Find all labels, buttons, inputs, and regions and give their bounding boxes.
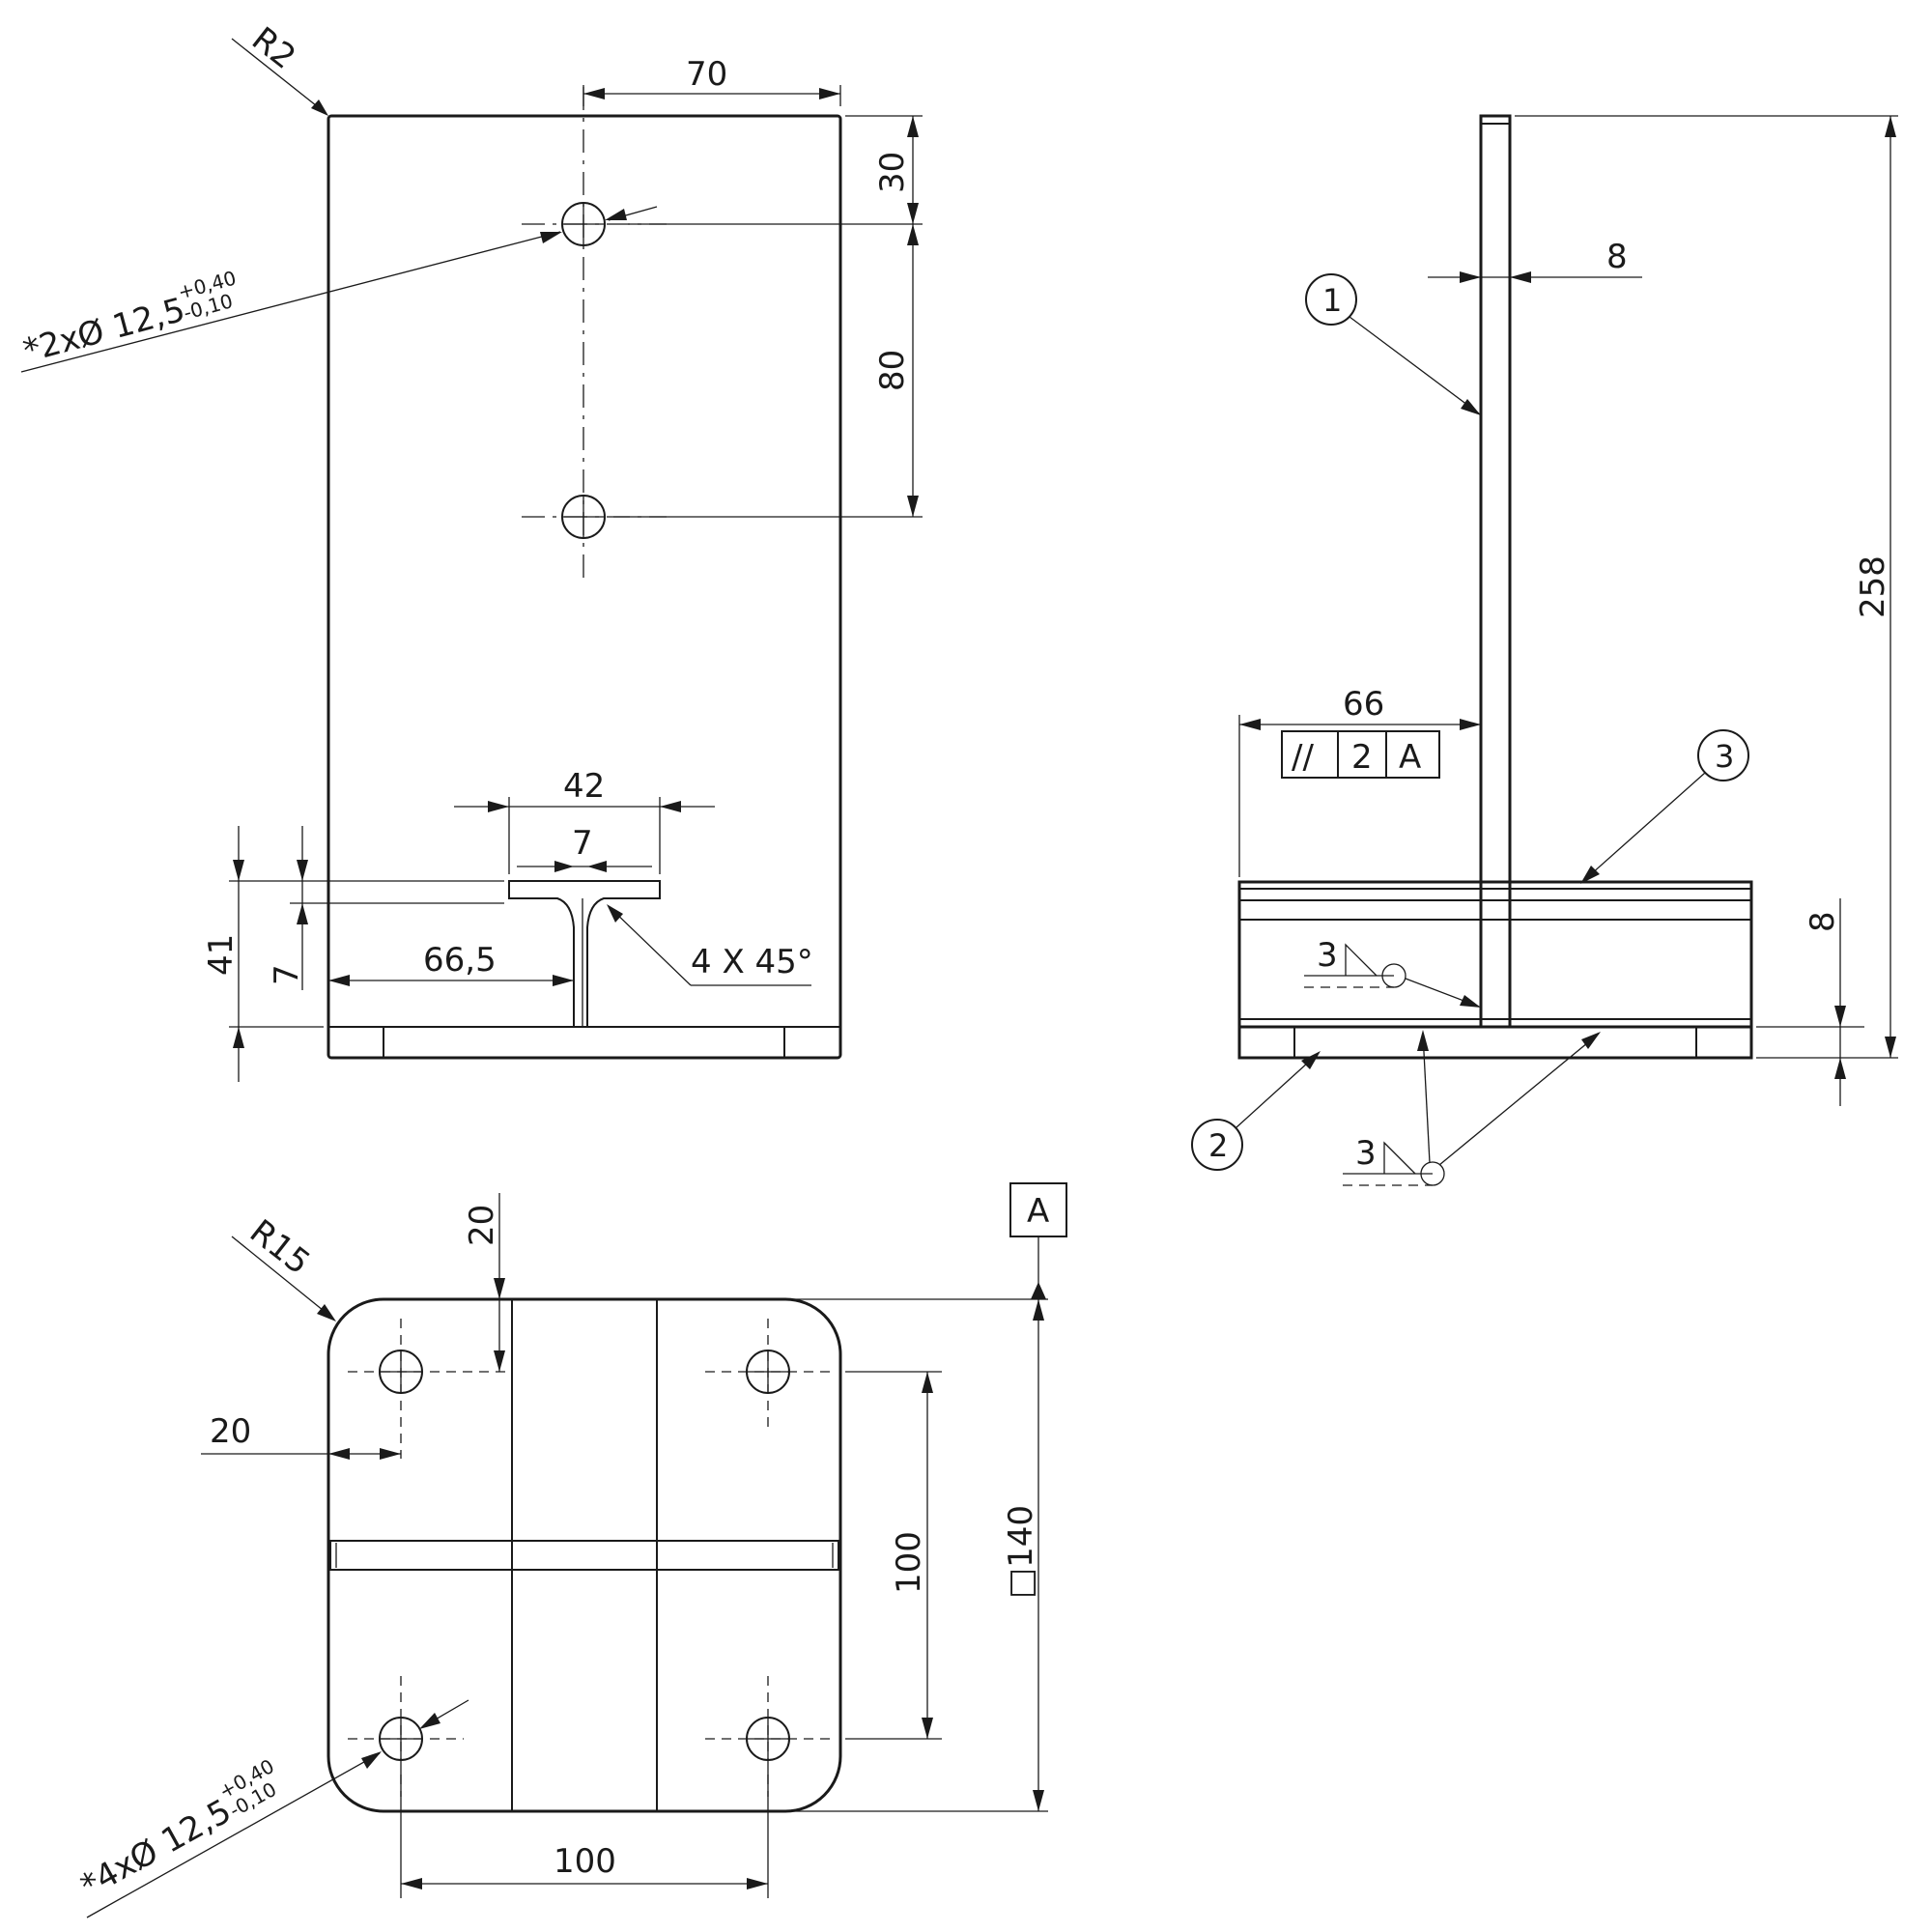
- dim-66-5: 66,5: [423, 941, 497, 980]
- side-base-plate: [1237, 1025, 1753, 1060]
- balloon-3-leader: [1581, 772, 1706, 883]
- front-view: R2 70 30 80 *2x Ø 12,5 +0,40 -0,10: [19, 19, 923, 1082]
- chamfer-label: 4 X 45°: [691, 943, 813, 981]
- parallelism-frame: // 2 A: [1281, 730, 1440, 779]
- balloon-2: [1191, 1119, 1243, 1171]
- dim-140-square: □140: [1002, 1505, 1040, 1599]
- r15-leader: [231, 1236, 334, 1320]
- top-hole-callout: *4x Ø 12,5 +0,40 -0,10: [74, 1754, 280, 1906]
- r2-leader: [231, 38, 327, 114]
- top-hole-callout-leader: [86, 1752, 381, 1918]
- datum-a-triangle: [1031, 1282, 1046, 1299]
- balloon-2-label: 2: [1208, 1127, 1228, 1164]
- chamfer-leader: [610, 907, 692, 986]
- dim-41: 41: [202, 934, 241, 976]
- dim-8-plate: 8: [1606, 238, 1628, 276]
- dim-100-x: 100: [554, 1842, 616, 1881]
- balloon-1-leader: [1349, 316, 1480, 414]
- balloon-3: [1697, 729, 1749, 781]
- dim-258: 258: [1854, 555, 1892, 618]
- top-base-outline: [327, 1297, 842, 1813]
- svg-text:3: 3: [1355, 1134, 1377, 1173]
- weld-2-leader-b: [1438, 1033, 1600, 1166]
- svg-text:Ø 12,5: Ø 12,5: [73, 291, 189, 356]
- dim-80: 80: [873, 350, 912, 391]
- front-hole-callout: *2x Ø 12,5 +0,40 -0,10: [19, 267, 239, 371]
- dim-70: 70: [686, 55, 727, 94]
- svg-text:2: 2: [1351, 738, 1373, 777]
- datum-a-box: [1009, 1182, 1067, 1237]
- balloon-1: [1305, 273, 1357, 326]
- side-vertical-plate: [1479, 114, 1512, 1029]
- weld-2-leader-a: [1422, 1033, 1431, 1164]
- svg-text:A: A: [1399, 738, 1421, 777]
- dim-7-flange: 7: [268, 964, 306, 985]
- dim-8-base: 8: [1804, 911, 1842, 932]
- r15-label: R15: [242, 1212, 317, 1283]
- svg-text://: //: [1292, 738, 1314, 777]
- dim-66: 66: [1343, 685, 1384, 724]
- top-hole-br: [746, 1717, 790, 1761]
- dim-42: 42: [563, 767, 605, 806]
- balloon-3-label: 3: [1715, 738, 1734, 775]
- weld-symbol-1: 3: [1304, 936, 1406, 988]
- front-plate-outline: [327, 114, 842, 1060]
- dim-20-y: 20: [463, 1205, 501, 1246]
- top-vertical-plate: [329, 1540, 839, 1571]
- balloon-1-label: 1: [1322, 282, 1342, 319]
- hole-callout-leader: [20, 231, 561, 373]
- balloon-2-leader: [1236, 1052, 1320, 1128]
- datum-a-label: A: [1027, 1192, 1049, 1231]
- svg-text:*2x: *2x: [19, 319, 84, 371]
- r2-label: R2: [244, 19, 302, 76]
- dim-100-y: 100: [890, 1531, 928, 1594]
- dim-7-web: 7: [572, 824, 593, 863]
- side-view: 8 258 8 66 // 2 A 1: [1191, 114, 1898, 1186]
- svg-text:3: 3: [1317, 936, 1338, 975]
- top-view: R15 20 20 100 100 □140 A: [74, 1182, 1067, 1918]
- tee-section: [508, 880, 661, 1028]
- dim-20-x: 20: [210, 1412, 251, 1451]
- weld-symbol-2: 3: [1343, 1134, 1445, 1186]
- dim-30: 30: [873, 152, 912, 193]
